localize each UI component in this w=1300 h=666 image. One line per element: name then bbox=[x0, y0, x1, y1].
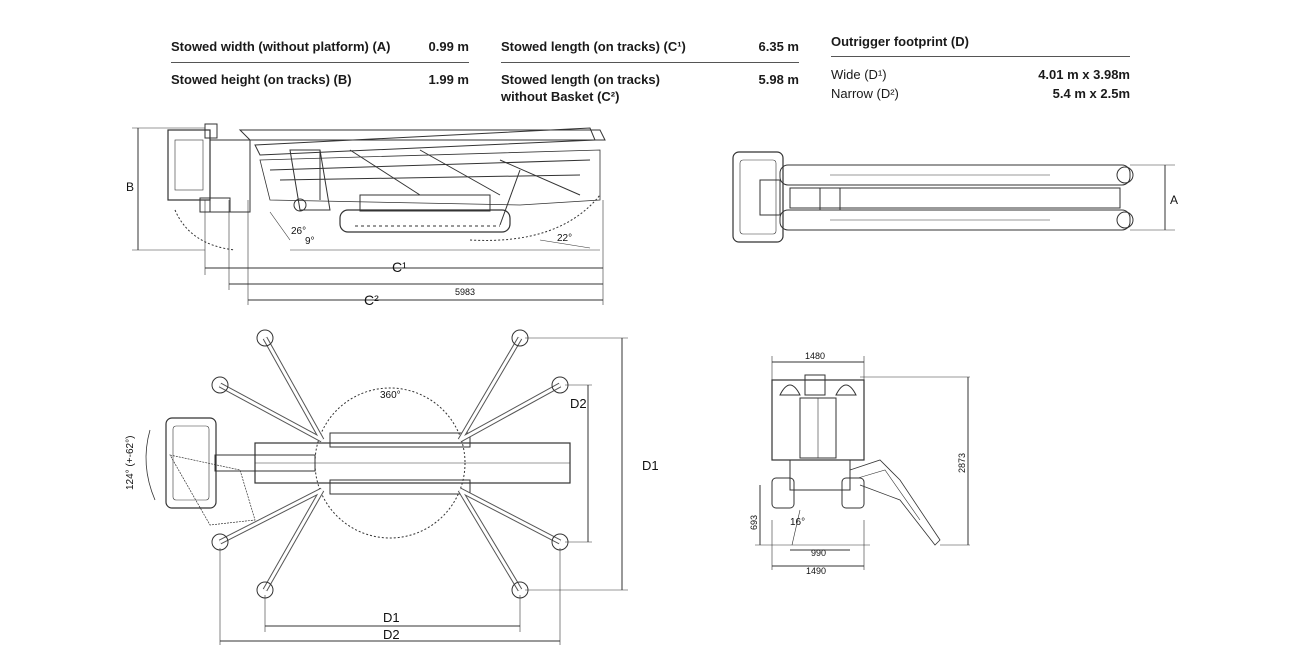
top-view-deployed bbox=[145, 329, 628, 645]
top-view-stowed bbox=[732, 151, 1175, 243]
stowed-length-c1-label: Stowed length (on tracks) (C¹) bbox=[501, 39, 686, 54]
narrow-value: 5.4 m x 2.5m bbox=[1052, 86, 1130, 101]
angle-9-label: 9° bbox=[305, 236, 315, 247]
stowed-length-c2-label-line1: Stowed length (on tracks) bbox=[501, 72, 660, 87]
wide-value: 4.01 m x 3.98m bbox=[1038, 67, 1130, 82]
dim-c1-label: C¹ bbox=[392, 259, 407, 275]
dim-990-label: 990 bbox=[811, 548, 826, 558]
stowed-width-value: 0.99 m bbox=[428, 39, 469, 54]
dim-1490-label: 1490 bbox=[806, 566, 826, 576]
front-view bbox=[755, 356, 970, 570]
dim-1480-label: 1480 bbox=[805, 351, 825, 361]
angle-22-label: 22° bbox=[557, 233, 572, 244]
dim-d2-right-label: D2 bbox=[570, 396, 587, 411]
dim-d2-bottom-label: D2 bbox=[383, 627, 400, 642]
dim-693-label: 693 bbox=[749, 515, 759, 530]
rotation-angle-label: 124° (+-62°) bbox=[125, 436, 136, 490]
dim-2873-label: 2873 bbox=[957, 453, 967, 473]
wide-label: Wide (D¹) bbox=[831, 67, 887, 82]
narrow-label: Narrow (D²) bbox=[831, 86, 899, 101]
outrigger-pads bbox=[211, 329, 569, 599]
divider bbox=[831, 56, 1130, 57]
stowed-length-c2-value: 5.98 m bbox=[758, 72, 799, 87]
dim-c2-label: C² bbox=[364, 292, 379, 308]
angle-26-label: 26° bbox=[291, 226, 306, 237]
stowed-height-label: Stowed height (on tracks) (B) bbox=[171, 72, 352, 87]
divider bbox=[501, 62, 799, 63]
angle-360-label: 360° bbox=[380, 390, 401, 401]
dim-b-label: B bbox=[126, 180, 134, 194]
outrigger-arms bbox=[218, 336, 562, 592]
dim-d1-right-label: D1 bbox=[642, 458, 659, 473]
stowed-height-value: 1.99 m bbox=[428, 72, 469, 87]
stowed-width-label: Stowed width (without platform) (A) bbox=[171, 39, 391, 54]
dim-d1-bottom-label: D1 bbox=[383, 610, 400, 625]
outrigger-footprint-title: Outrigger footprint (D) bbox=[831, 34, 969, 49]
angle-16-label: 16° bbox=[790, 517, 805, 528]
dim-a-label: A bbox=[1170, 193, 1178, 207]
stowed-length-c1-value: 6.35 m bbox=[758, 39, 799, 54]
dim-5983-label: 5983 bbox=[455, 287, 475, 297]
divider bbox=[171, 62, 469, 63]
stowed-length-c2-label-line2: without Basket (C²) bbox=[501, 89, 620, 104]
side-view bbox=[132, 123, 606, 305]
